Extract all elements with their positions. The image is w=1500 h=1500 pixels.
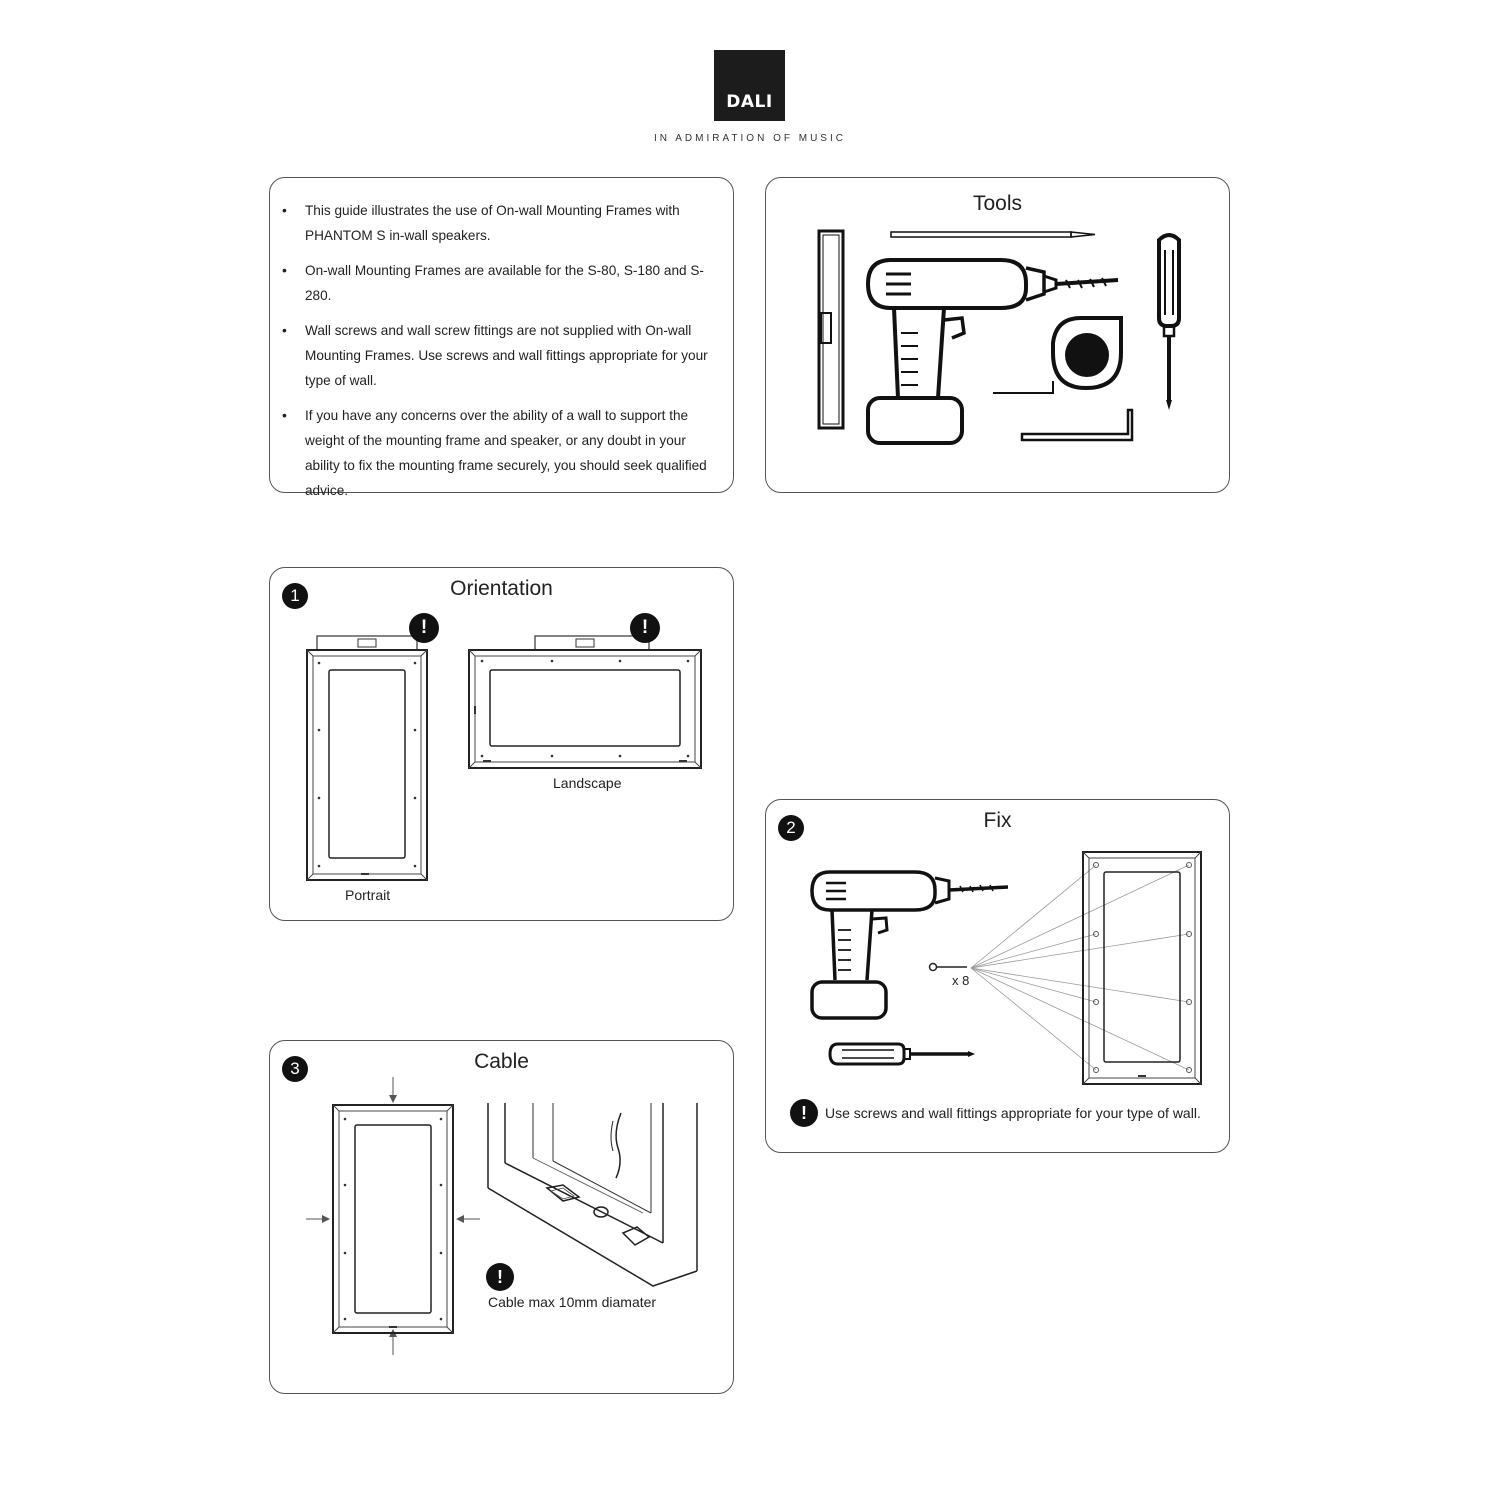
intro-notes-list: This guide illustrates the use of On-wal… [282, 198, 722, 513]
cable-title: Cable [474, 1050, 529, 1073]
orientation-panel: 1 Orientation ! Portrait ! Landscape [269, 567, 734, 921]
fix-title: Fix [983, 809, 1012, 832]
fix-warning-text: Use screws and wall fittings appropriate… [825, 1105, 1201, 1121]
orientation-title: Orientation [450, 577, 553, 600]
intro-note: If you have any concerns over the abilit… [282, 403, 722, 503]
step-number-badge: 1 [282, 583, 308, 609]
allen-key-icon [1020, 408, 1134, 442]
intro-panel: This guide illustrates the use of On-wal… [269, 177, 734, 498]
logo-text: DALI [726, 92, 773, 112]
intro-note: Wall screws and wall screw fittings are … [282, 318, 722, 393]
screwdriver-icon [828, 1042, 975, 1066]
warning-icon: ! [790, 1099, 818, 1127]
portrait-frame-diagram [306, 635, 428, 881]
pencil-icon [890, 231, 1096, 238]
spirit-level-icon [817, 229, 845, 430]
screwdriver-icon [1157, 233, 1181, 410]
tape-measure-icon [993, 316, 1123, 394]
fix-frame-diagram [970, 851, 1202, 1085]
dali-logo: DALI [714, 50, 785, 121]
intro-note: On-wall Mounting Frames are available fo… [282, 258, 722, 308]
step-number-badge: 2 [778, 815, 804, 841]
warning-icon: ! [630, 613, 660, 643]
drill-icon [810, 870, 1009, 1020]
cable-note: Cable max 10mm diamater [488, 1294, 657, 1310]
landscape-label: Landscape [553, 775, 622, 791]
fix-panel: 2 Fix x 8 [765, 799, 1230, 1153]
brand-tagline: IN ADMIRATION OF MUSIC [654, 133, 846, 144]
portrait-label: Portrait [345, 887, 391, 903]
cable-entry-detail [487, 1103, 698, 1287]
screw-icon [928, 962, 967, 972]
intro-note: This guide illustrates the use of On-wal… [282, 198, 722, 248]
warning-icon: ! [409, 613, 439, 643]
warning-icon: ! [486, 1263, 514, 1291]
tools-panel: Tools [765, 177, 1230, 493]
screw-count: x 8 [952, 973, 970, 988]
drill-icon [865, 258, 1119, 445]
cable-panel: 3 Cable [269, 1040, 734, 1394]
cable-frame-diagram [306, 1077, 480, 1355]
landscape-frame-diagram [468, 635, 702, 769]
tools-title: Tools [972, 192, 1023, 215]
step-number-badge: 3 [282, 1056, 308, 1082]
